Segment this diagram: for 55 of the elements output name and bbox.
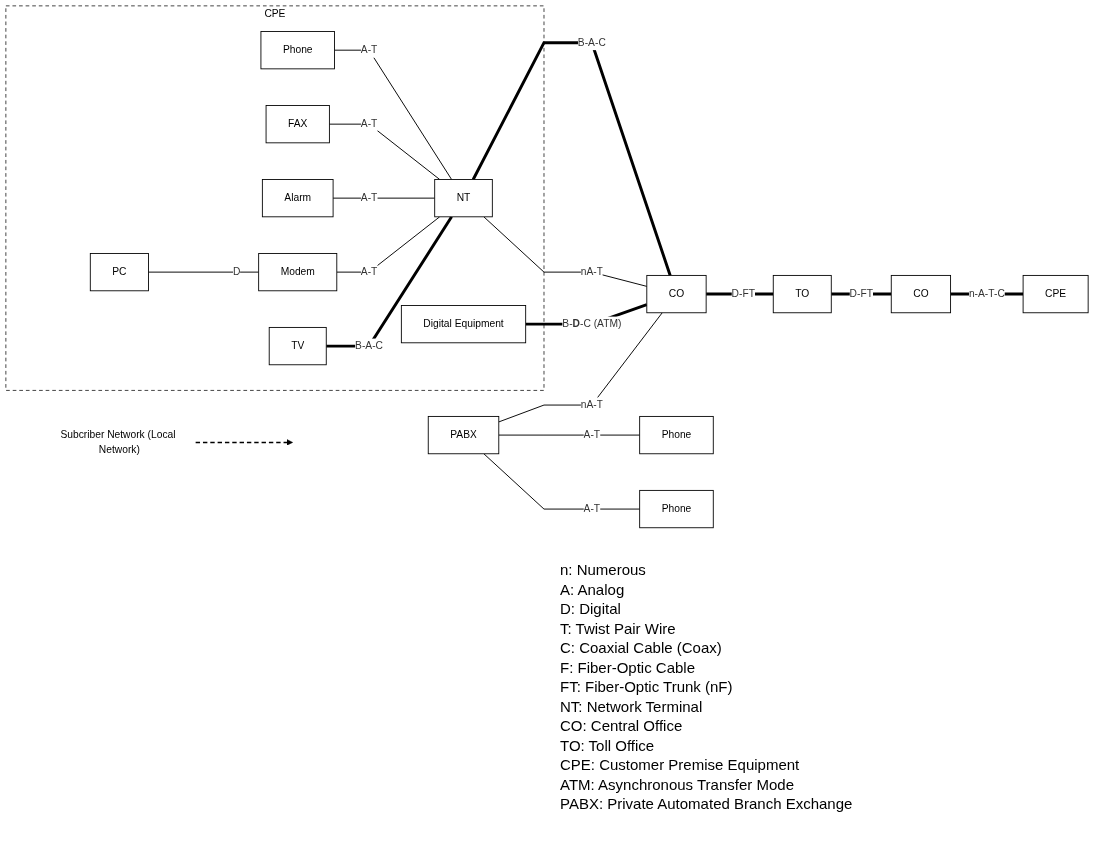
node-box: NT — [434, 179, 493, 218]
edge-label: nA-T — [580, 265, 603, 278]
connector-line — [483, 216, 648, 287]
legend-note: NT: Network Terminal — [560, 696, 704, 716]
edge-label: A-T — [583, 502, 601, 515]
edge-label: B-A-C — [577, 36, 606, 49]
node-box: Phone — [639, 415, 714, 455]
edge-label: D — [232, 265, 241, 278]
connector-line — [148, 271, 260, 273]
connector-line — [334, 49, 453, 180]
legend-note: CPE: Customer Premise Equipment — [560, 755, 801, 775]
connector-line — [471, 41, 672, 276]
edge-label: D-FT — [731, 287, 755, 300]
legend-note: T: Twist Pair Wire — [560, 618, 677, 638]
connector-line — [498, 312, 663, 423]
legend-note: TO: Toll Office — [560, 735, 656, 755]
connector-line — [328, 123, 441, 180]
legend-note: D: Digital — [560, 599, 622, 619]
connector-line — [483, 453, 641, 510]
node-box: CPE — [1022, 274, 1089, 314]
node-box: CO — [890, 274, 952, 314]
node-box: Alarm — [261, 179, 334, 218]
legend-note: n: Numerous — [560, 560, 647, 580]
legend-note: F: Fiber-Optic Cable — [560, 657, 697, 677]
edge-label: D-FT — [849, 287, 873, 300]
edge-label: A-T — [583, 428, 601, 441]
node-text: Subcriber Network (Local Network) — [60, 428, 176, 456]
legend-note: PABX: Private Automated Branch Exchange — [560, 794, 854, 814]
edge-label: B-A-C — [355, 339, 384, 352]
edge-label: n-A-T-C — [968, 287, 1005, 300]
edge-label: A-T — [360, 191, 378, 204]
node-box: Digital Equipment — [400, 305, 527, 344]
legend-note: A: Analog — [560, 579, 626, 599]
connector-line — [498, 434, 641, 436]
edge-label: B-D-C (ATM) — [562, 317, 622, 330]
connector-line — [326, 216, 453, 348]
edge-label: A-T — [360, 265, 378, 278]
node-box: Phone — [639, 489, 714, 529]
edge-label: nA-T — [580, 398, 603, 411]
connector-line — [336, 216, 441, 273]
edge-label: A-T — [360, 43, 378, 56]
node-box: PABX — [427, 415, 500, 455]
node-box: TV — [268, 327, 327, 366]
node-box: FAX — [265, 105, 330, 144]
legend-note: CO: Central Office — [560, 716, 684, 736]
legend-note: ATM: Asynchronous Transfer Mode — [560, 774, 795, 794]
edge-label: A-T — [360, 117, 378, 130]
node-box: PC — [89, 253, 149, 292]
legend-note: FT: Fiber-Optic Trunk (nF) — [560, 677, 734, 697]
node-box: Phone — [260, 31, 335, 70]
node-box: CO — [646, 274, 707, 314]
node-box: TO — [772, 274, 832, 314]
node-box: Modem — [258, 253, 338, 292]
arrow — [194, 439, 293, 446]
legend-note: C: Coaxial Cable (Coax) — [560, 638, 723, 658]
